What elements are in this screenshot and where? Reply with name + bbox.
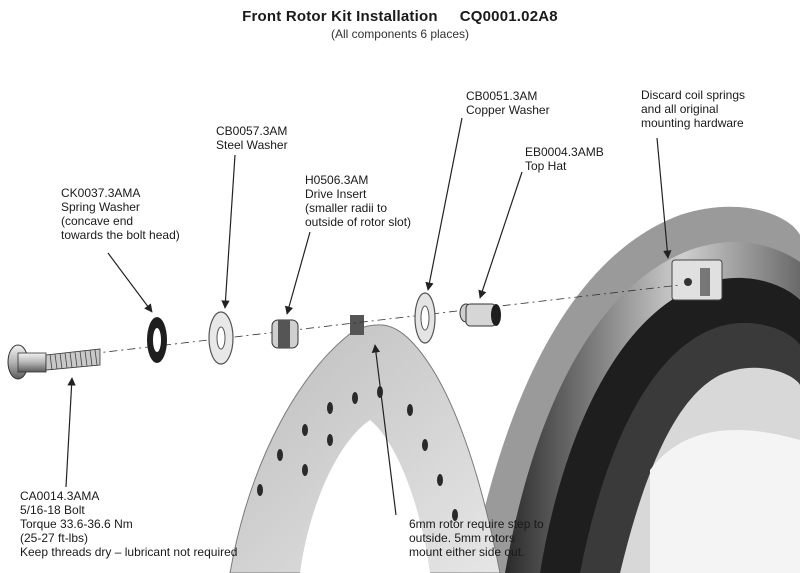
callout-line: outside. 5mm rotors [409,531,516,545]
top-hat-leader [478,171,523,299]
callout-bolt: CA0014.3AMA 5/16-18 Bolt Torque 33.6-36.… [20,489,237,559]
spring-washer-part [147,317,167,363]
spring-washer-leader [107,252,153,313]
part-number: H0506.3AM [305,173,369,187]
callout-discard: Discard coil springs and all original mo… [641,88,745,130]
callout-line: Spring Washer [61,200,140,214]
callout-copper-washer: CB0051.3AM Copper Washer [466,89,550,117]
callout-line: 6mm rotor require step to [409,517,544,531]
callout-line: mount either side out. [409,545,525,559]
callout-line: mounting hardware [641,116,744,130]
part-number: CB0057.3AM [216,124,288,138]
rotor-note-leader [371,344,397,516]
caliper-hub-body [470,206,800,573]
callout-line: outside of rotor slot) [305,215,412,229]
bolt-leader [65,377,76,488]
assembly-axis-line [19,284,681,363]
callout-line: (smaller radii to [305,201,388,215]
callout-line: 5/16-18 Bolt [20,503,85,517]
callout-line: towards the bolt head) [61,228,180,242]
callout-line: Drive Insert [305,187,367,201]
title-text: Front Rotor Kit Installation [242,8,438,25]
bolt-part [7,344,101,380]
callout-line: Keep threads dry – lubricant not require… [20,545,238,559]
top-hat-part [459,303,501,327]
page-subtitle: (All components 6 places) [330,27,470,41]
callout-line: Copper Washer [466,103,550,117]
callout-top-hat: EB0004.3AMB Top Hat [525,145,604,173]
callout-line: Torque 33.6-36.6 Nm [20,517,133,531]
steel-washer-part [208,311,234,365]
callout-line: and all original [641,102,719,116]
callout-rotor-note: 6mm rotor require step to outside. 5mm r… [409,517,544,559]
copper-washer-leader [425,117,463,291]
callout-drive-insert: H0506.3AM Drive Insert (smaller radii to… [305,173,411,229]
callout-line: (concave end [61,214,134,228]
steel-washer-leader [221,154,236,309]
drive-insert-leader [284,231,311,315]
callout-line: (25-27 ft-lbs) [20,531,89,545]
callout-spring-washer: CK0037.3AMA Spring Washer (concave end t… [61,186,180,242]
callout-line: Discard coil springs [641,88,746,102]
part-number: EB0004.3AMB [525,145,604,159]
part-number: CA0014.3AMA [20,489,100,503]
callout-steel-washer: CB0057.3AM Steel Washer [216,124,288,152]
discard-leader [656,137,672,259]
part-number: CK0037.3AMA [61,186,141,200]
copper-washer-part [414,292,436,344]
callout-line: Top Hat [525,159,567,173]
callout-line: Steel Washer [216,138,288,152]
title-code: CQ0001.02A8 [459,8,558,25]
drive-insert-part [271,319,299,349]
part-number: CB0051.3AM [466,89,538,103]
page-title: Front Rotor Kit Installation CQ0001.02A8 [0,8,800,25]
brake-rotor [229,315,501,573]
